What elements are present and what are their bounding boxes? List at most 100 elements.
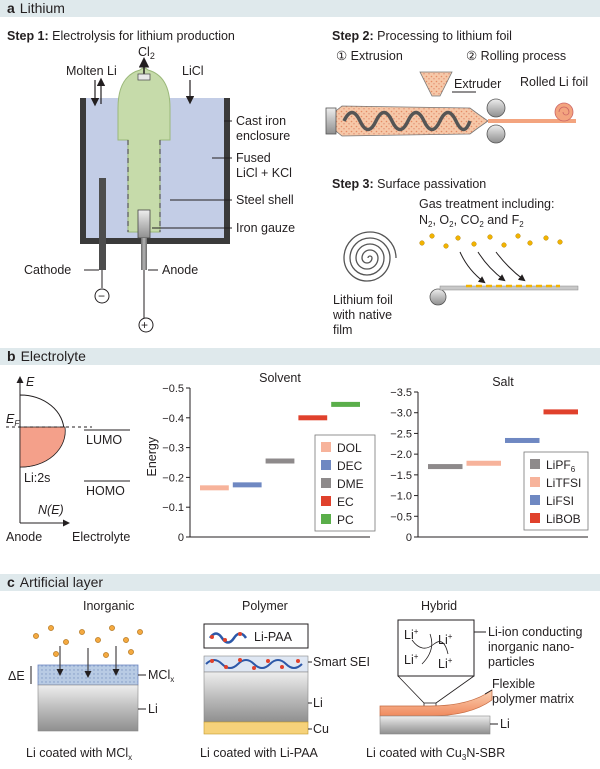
anode-rod — [141, 238, 147, 270]
li-paa-label: Li-PAA — [254, 630, 293, 644]
roller-bottom — [486, 124, 506, 144]
section-title: Lithium — [19, 0, 65, 16]
polymer-heading: Polymer — [242, 599, 288, 613]
legend-swatch — [530, 513, 540, 523]
bar-lipf6 — [428, 464, 463, 470]
legend-label: LiTFSI — [546, 476, 581, 490]
legend-label: LiPF6 — [546, 458, 576, 474]
polymer-panel: Li-PAA Smart SEI Li Cu Li coated with Li… — [200, 623, 370, 760]
cast-iron-enclosure — [80, 238, 230, 244]
section-letter: a — [7, 0, 15, 16]
hybrid-li-substrate — [379, 715, 491, 735]
section-letter: b — [7, 348, 16, 364]
y-tick-label: −0.4 — [162, 413, 184, 425]
y-tick-label: −0.5 — [162, 383, 184, 395]
rolling-label: ② Rolling process — [466, 49, 566, 63]
y-tick-label: −1.5 — [390, 470, 412, 482]
rolled-foil-label: Rolled Li foil — [520, 75, 588, 89]
li-substrate — [37, 684, 139, 732]
filled-states — [19, 426, 66, 468]
legend-swatch — [530, 459, 540, 469]
y-tick-label: 0 — [178, 532, 184, 544]
rolled-foil — [554, 102, 574, 122]
extruder-label: Extruder — [454, 77, 501, 91]
iron-gauze — [137, 209, 151, 239]
legend-label: DOL — [337, 441, 362, 455]
zoom-box — [397, 619, 475, 677]
legend-swatch — [530, 477, 540, 487]
inorganic-panel: ΔE MClx Li Li coated with MClx — [8, 625, 174, 762]
y-axis-label: Energy — [145, 436, 159, 476]
section-title: Electrolyte — [20, 348, 86, 364]
bar-dec — [232, 482, 262, 488]
ne-axis-label: N(E) — [38, 503, 64, 517]
foil-spiral — [343, 231, 397, 282]
polymer-caption: Li coated with Li-PAA — [200, 746, 319, 760]
gas-treatment-label: Gas treatment including: — [419, 197, 555, 211]
inorganic-heading: Inorganic — [83, 599, 134, 613]
li-foil-strip — [488, 119, 576, 123]
molten-li-label: Molten Li — [66, 64, 117, 78]
flexible-matrix — [379, 689, 493, 717]
section-letter: c — [7, 574, 15, 590]
legend-swatch — [321, 442, 331, 452]
li-label: Li — [148, 702, 158, 716]
precursor-particles — [33, 625, 143, 658]
electrolyte-caption: Electrolyte — [72, 530, 130, 544]
y-tick-label: −3.5 — [390, 387, 412, 399]
legend-label: LiBOB — [546, 512, 581, 526]
roller-top — [486, 98, 506, 118]
anode-caption: Anode — [6, 530, 42, 544]
hybrid-caption: Li coated with Cu3N-SBR — [366, 746, 505, 762]
y-tick-label: −0.5 — [390, 511, 412, 523]
li-ion-2: Li+ — [438, 632, 453, 647]
licl-label: LiCl — [182, 64, 204, 78]
bar-dme — [265, 458, 295, 464]
iron-gauze-label: Iron gauze — [236, 221, 295, 235]
inorganic-caption: Li coated with MClx — [26, 746, 132, 762]
bar-ec — [298, 415, 328, 421]
legend-swatch — [321, 514, 331, 524]
chart-title: Salt — [492, 375, 514, 389]
section-title: Artificial layer — [19, 574, 104, 590]
step1-heading: Step 1: Electrolysis for lithium product… — [7, 29, 235, 43]
gas-species-label: N2, O2, CO2 and F2 — [419, 213, 524, 229]
step2-heading: Step 2: Processing to lithium foil — [332, 29, 512, 43]
chart-title: Solvent — [259, 371, 301, 385]
cu-layer — [203, 721, 309, 735]
li-ion-4: Li+ — [438, 656, 453, 671]
extruder-motor — [325, 107, 337, 135]
legend-swatch — [321, 478, 331, 488]
mclx-label: MClx — [148, 668, 174, 684]
y-tick-label: −2.5 — [390, 428, 412, 440]
li2s-label: Li:2s — [24, 471, 50, 485]
y-tick-label: −0.2 — [162, 472, 184, 484]
extrusion-label: ① Extrusion — [336, 49, 403, 63]
bar-dol — [200, 485, 229, 491]
smart-sei-label: Smart SEI — [313, 655, 370, 669]
cathode-label: Cathode — [24, 263, 71, 277]
legend-label: LiFSI — [546, 494, 574, 508]
cu-label: Cu — [313, 722, 329, 736]
band-diagram: E EF Li:2s N(E) LUMO HOMO Anode Electrol… — [6, 375, 130, 544]
legend-swatch — [321, 496, 331, 506]
legend-swatch — [321, 460, 331, 470]
step3-heading: Step 3: Surface passivation — [332, 177, 486, 191]
extruder-barrel — [331, 105, 489, 137]
gas-particles — [419, 233, 563, 249]
cl2-label: Cl2 — [138, 45, 155, 61]
bar-pc — [331, 401, 360, 407]
extruder-diagram: Extruder Rolled Li foil — [325, 71, 588, 144]
